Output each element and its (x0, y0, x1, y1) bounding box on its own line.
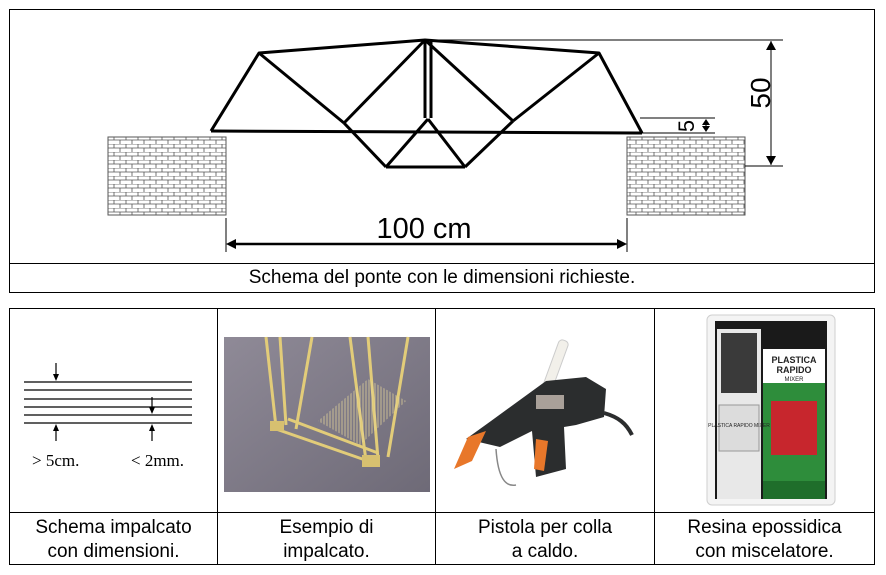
caption-line: Schema impalcato (35, 517, 192, 538)
panel-deck-example: Esempio di impalcato. (217, 309, 435, 564)
panel-epoxy-resin: PLASTICA RAPIDO MIXER PLASTICA RAPIDO MI… (654, 309, 874, 564)
deck-thickness-label: < 2mm. (131, 451, 184, 470)
caption-line: con dimensioni. (47, 541, 180, 562)
deck-example-photo (224, 336, 430, 492)
deck-spacing-label: > 5cm. (32, 451, 79, 470)
epoxy-package-photo: PLASTICA RAPIDO MIXER PLASTICA RAPIDO MI… (706, 314, 836, 506)
bridge-diagram-caption: Schema del ponte con le dimensioni richi… (9, 263, 875, 293)
caption-line: Resina epossidica (687, 517, 842, 538)
package-title-2: RAPIDO (776, 365, 811, 375)
caption-line: con miscelatore. (695, 541, 834, 562)
bridge-diagram: 100 cm 50 5 (107, 38, 783, 252)
span-dimension-label: 100 cm (376, 213, 471, 245)
offset-dimension-label: 5 (674, 120, 699, 132)
panel-caption: Resina epossidica con miscelatore. (655, 512, 874, 564)
bridge-truss (209, 38, 644, 169)
materials-table: > 5cm. < 2mm. Schema impalcato con dimen… (9, 308, 875, 565)
deck-schema-drawing: > 5cm. < 2mm. (24, 363, 192, 470)
caption-line: Pistola per colla (477, 517, 613, 538)
caption-line: impalcato. (283, 541, 370, 562)
panel-caption: Pistola per colla a caldo. (436, 512, 654, 564)
caption-line: Esempio di (279, 517, 374, 538)
caption-line: a caldo. (511, 541, 579, 562)
package-small-label: PLASTICA RAPIDO MIXER (708, 423, 770, 429)
panel-glue-gun: Pistola per colla a caldo. (435, 309, 654, 564)
panel-deck-schema: > 5cm. < 2mm. Schema impalcato con dimen… (10, 309, 217, 564)
right-abutment (626, 136, 746, 216)
package-title-1: PLASTICA (772, 355, 818, 365)
height-dimension-label: 50 (745, 77, 776, 108)
panel-caption: Esempio di impalcato. (218, 512, 435, 564)
panel-caption: Schema impalcato con dimensioni. (10, 512, 217, 564)
glue-gun-photo (454, 339, 634, 487)
package-subtitle: MIXER (784, 377, 804, 383)
left-abutment (107, 136, 227, 216)
